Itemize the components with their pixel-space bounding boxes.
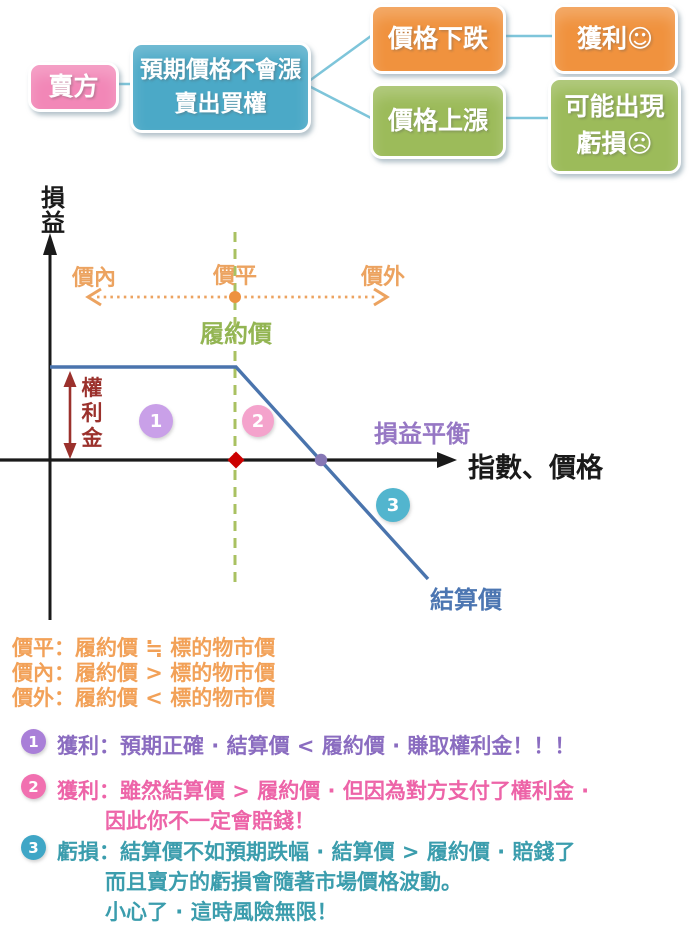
note-3-text-line1: 虧損：結算價不如預期跌幅 · 結算價 > 履約價 · 賠錢了 — [57, 840, 576, 864]
flow-box-expectation: 預期價格不會漲 賣出買權 — [130, 42, 311, 133]
flowchart-connectors — [113, 34, 554, 120]
definition-at-the-money: 價平：履約價 ≒ 標的物市價 — [12, 636, 276, 660]
x-axis-label: 指數、價格 — [468, 453, 603, 484]
note-2-text-line2: 因此你不一定會賠錢！ — [105, 809, 315, 833]
note-1-text: 獲利：預期正確 · 結算價 < 履約價 · 賺取權利金！！！ — [57, 734, 576, 758]
flow-box-price-down-label: 價格下跌 — [387, 23, 488, 53]
flow-box-loss: 可能出現 虧損☹ — [548, 77, 681, 174]
payoff-line — [50, 365, 430, 581]
breakeven-dot — [314, 453, 328, 467]
zone-marker-3-number: 3 — [386, 494, 400, 516]
flow-box-price-down: 價格下跌 — [370, 4, 506, 74]
definition-out-of-money: 價外：履約價 < 標的物市價 — [12, 686, 276, 710]
zone-marker-1-number: 1 — [149, 410, 163, 432]
zone-marker-3: 3 — [376, 488, 410, 522]
moneyness-arrow-right — [373, 287, 390, 307]
flow-box-loss-line1: 可能出現 — [564, 92, 665, 122]
y-axis-arrowhead — [43, 233, 57, 255]
note-2-text-line1: 獲利：雖然結算價 > 履約價 · 但因為對方支付了權利金 · — [57, 779, 590, 803]
x-axis-arrowhead — [437, 452, 457, 468]
at-the-money-label: 價平 — [213, 264, 258, 289]
definition-in-the-money: 價內：履約價 > 標的物市價 — [12, 661, 276, 685]
premium-label: 權利金 — [81, 376, 103, 450]
premium-arrowhead-top — [63, 371, 77, 387]
note-1-badge: 1 — [21, 729, 46, 754]
flow-box-expectation-line2: 賣出買權 — [174, 90, 267, 117]
strike-price-label: 履約價 — [200, 320, 272, 348]
zone-marker-2-number: 2 — [251, 410, 265, 432]
moneyness-arrow-left — [85, 287, 102, 307]
note-3-text-line3: 小心了 · 這時風險無限！ — [105, 900, 338, 924]
note-2-badge: 2 — [21, 774, 46, 799]
flow-box-price-up-label: 價格上漲 — [387, 105, 488, 135]
flow-box-loss-line2: 虧損☹ — [576, 128, 653, 158]
zone-marker-2: 2 — [242, 405, 274, 437]
note-3-number: 3 — [28, 838, 39, 857]
note-3-text-line2: 而且賣方的虧損會隨著市場價格波動。 — [105, 870, 462, 894]
flow-box-profit-label: 獲利☺ — [576, 23, 654, 53]
payoff-chart-canvas — [0, 232, 457, 620]
settlement-price-label: 結算價 — [430, 586, 502, 614]
connector-fork-down — [304, 82, 372, 120]
flow-box-price-up: 價格上漲 — [370, 83, 506, 159]
flow-box-profit: 獲利☺ — [552, 4, 678, 74]
note-2-number: 2 — [28, 777, 39, 796]
at-the-money-dot — [229, 291, 241, 303]
premium-arrowhead-bottom — [63, 443, 77, 459]
zone-marker-1: 1 — [139, 404, 173, 438]
out-of-money-label: 價外 — [361, 265, 406, 290]
connector-fork-up — [304, 34, 372, 86]
flow-box-seller-label: 賣方 — [48, 71, 99, 101]
strike-dot — [227, 451, 245, 469]
note-1-number: 1 — [28, 732, 39, 751]
flow-box-expectation-line1: 預期價格不會漲 — [140, 57, 301, 84]
flow-box-seller: 賣方 — [28, 62, 119, 112]
breakeven-label: 損益平衡 — [374, 420, 470, 448]
y-axis-label: 損益 — [41, 184, 65, 237]
note-3-badge: 3 — [21, 835, 46, 860]
in-the-money-label: 價內 — [72, 266, 117, 291]
